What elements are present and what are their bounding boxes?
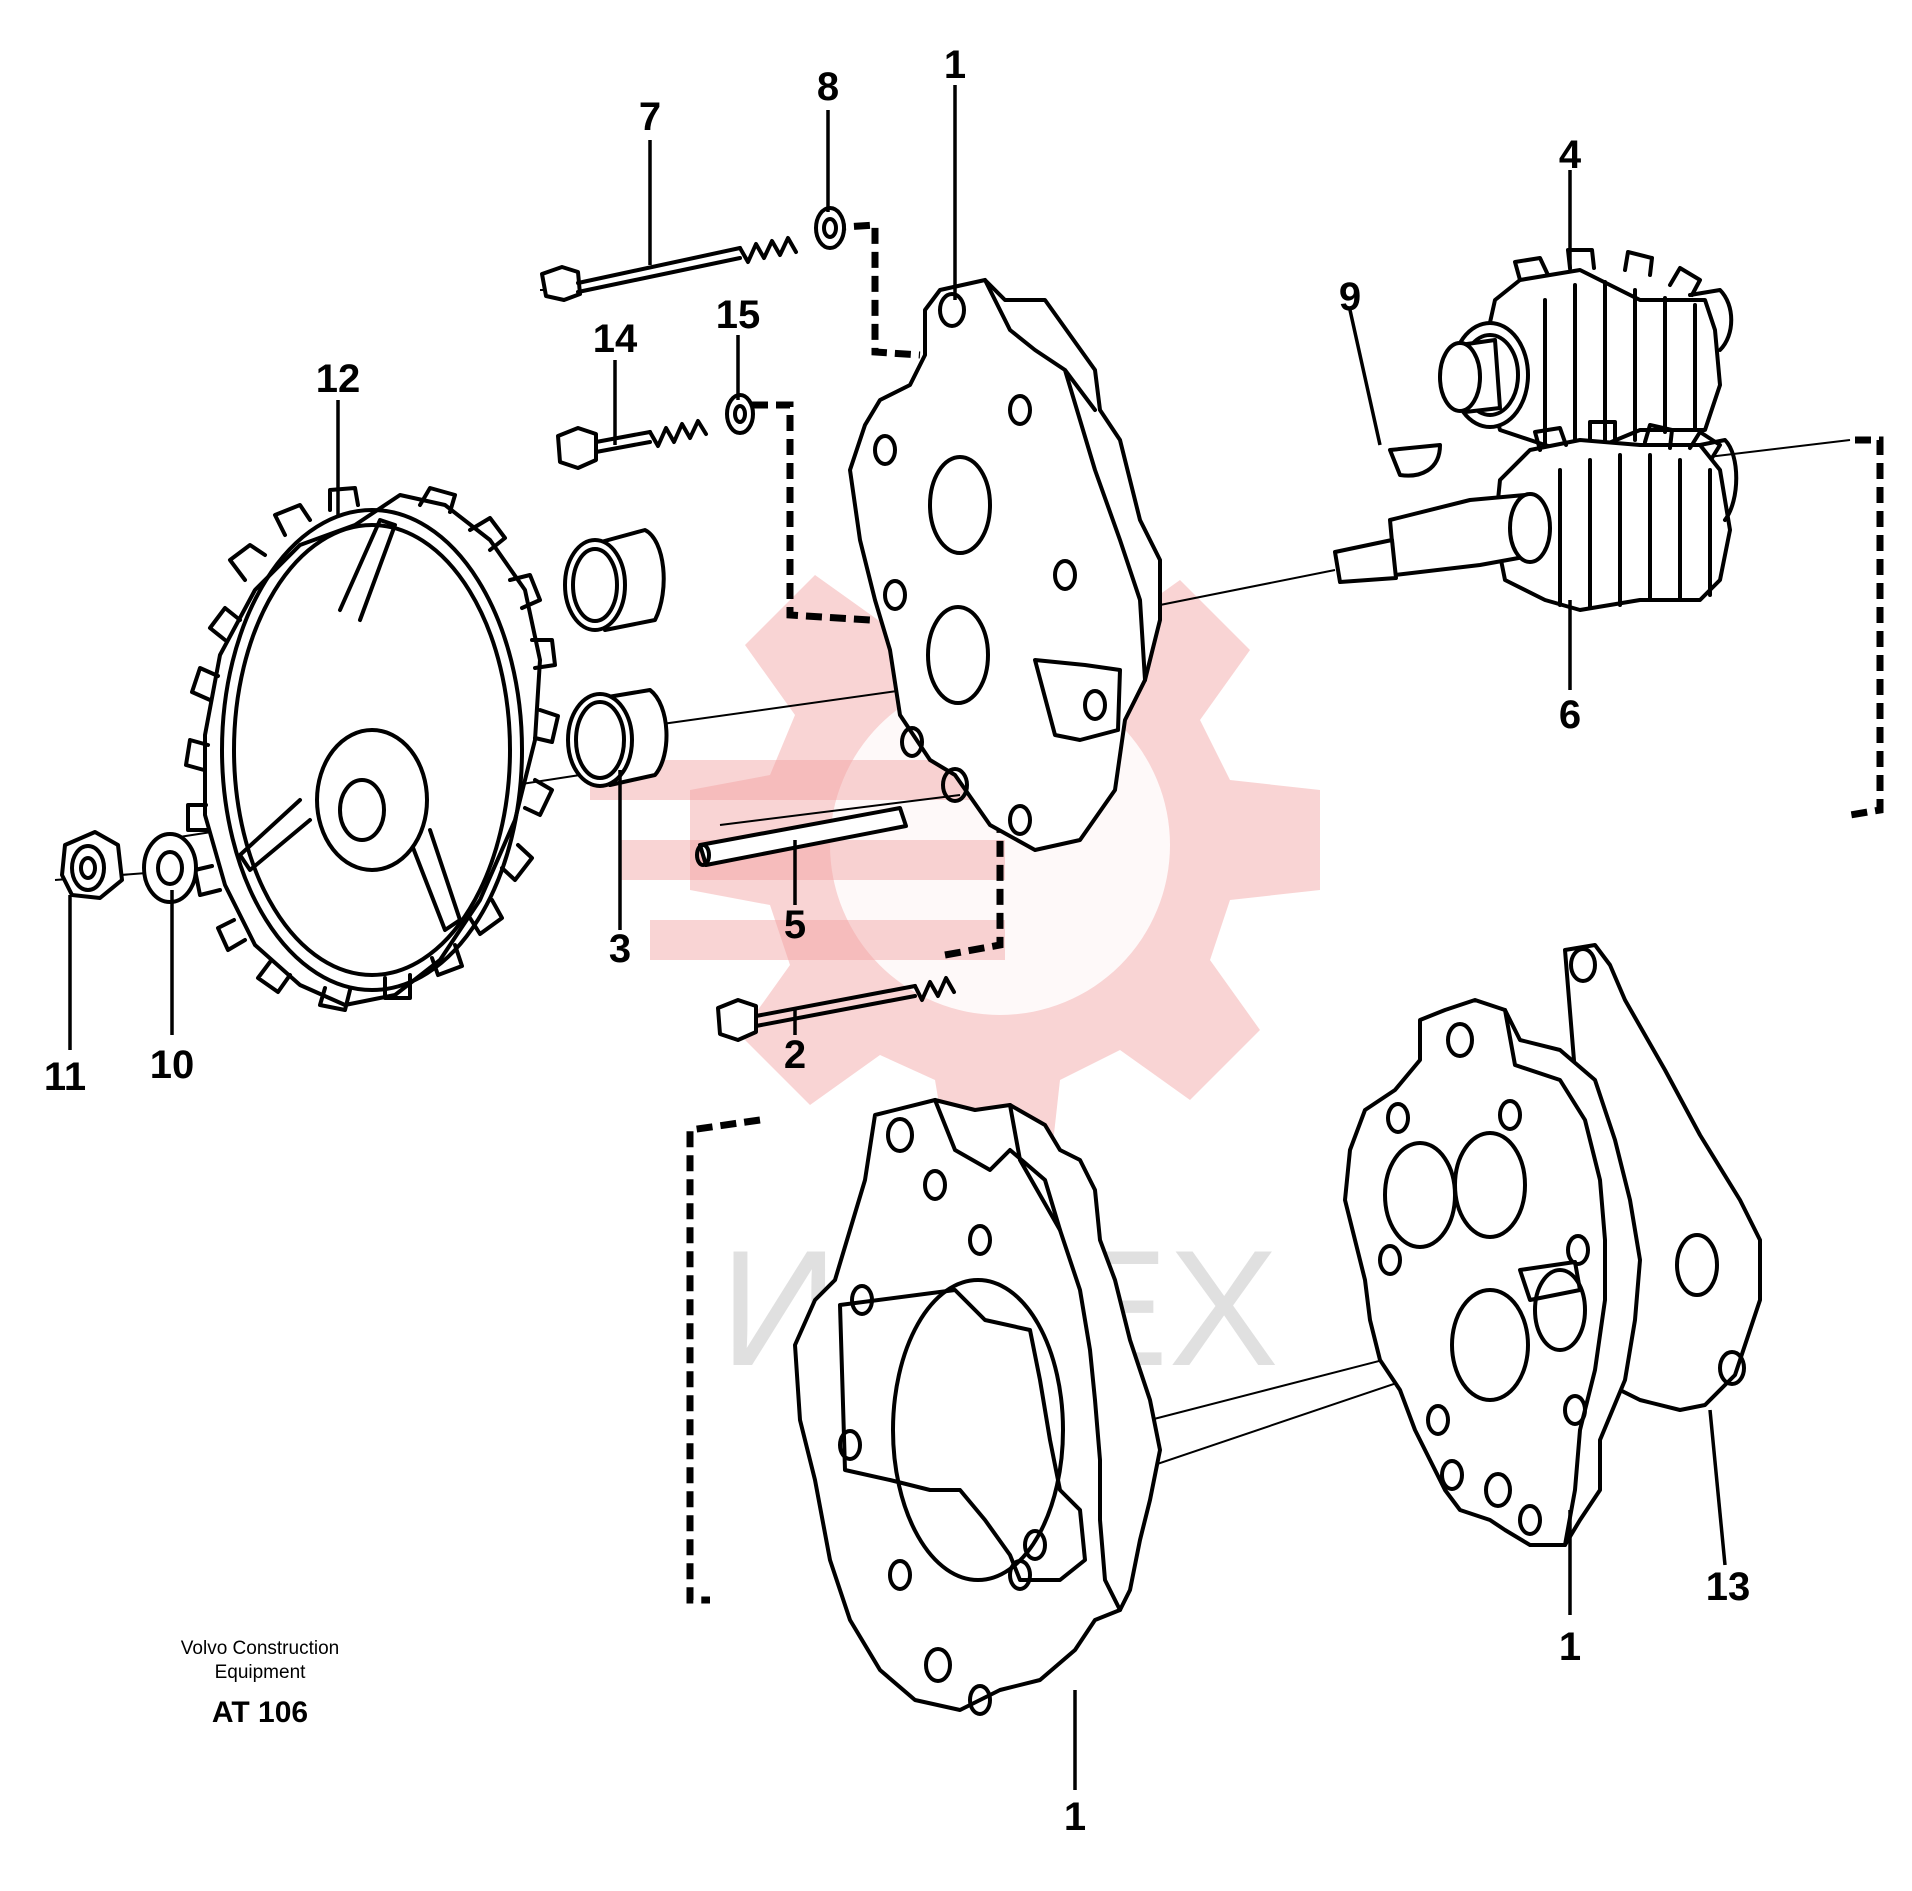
part-15-washer	[725, 393, 755, 435]
callout-4: 4	[1559, 133, 1582, 177]
manufacturer-line2: Equipment	[214, 1662, 306, 1683]
manufacturer-line1: Volvo Construction	[180, 1638, 340, 1659]
callout-7: 7	[639, 95, 661, 139]
callout-13: 13	[1706, 1565, 1751, 1609]
callout-9: 9	[1339, 275, 1361, 319]
part-3-bushing-upper	[563, 528, 666, 632]
part-7-long-bolt	[540, 236, 798, 302]
callout-5: 5	[784, 903, 806, 947]
callout-8: 8	[817, 65, 839, 109]
part-8-washer	[814, 206, 846, 250]
callout-1-bottom-right: 1	[1559, 1625, 1581, 1669]
leader-lines	[68, 85, 1727, 1790]
assembly-dashed-lines	[686, 221, 1884, 1604]
part-2-bolt	[716, 976, 956, 1042]
part-3-bushing-lower	[566, 688, 669, 788]
part-6-gear-shaft	[1333, 420, 1739, 612]
part-4-pump-gear	[1438, 248, 1734, 457]
part-11-nut	[60, 830, 124, 900]
part-1-pump-cover-upper	[848, 278, 1162, 852]
callout-11: 11	[44, 1055, 86, 1099]
callout-1-top: 1	[944, 43, 966, 87]
part-1-end-cover	[1343, 998, 1642, 1547]
part-5-pin	[695, 806, 908, 867]
part-12-drive-gear	[184, 486, 560, 1012]
part-9-key	[1388, 443, 1442, 478]
callout-6: 6	[1559, 693, 1581, 737]
callout-15: 15	[716, 293, 761, 337]
part-14-bolt	[556, 419, 708, 470]
callout-1-bottom-left: 1	[1064, 1795, 1086, 1839]
part-10-washer	[142, 832, 198, 904]
callout-2: 2	[784, 1033, 806, 1077]
callout-14: 14	[593, 317, 638, 361]
callout-10: 10	[150, 1043, 195, 1087]
diagram-code: AT 106	[211, 1696, 309, 1729]
callout-labels: 1 1 1 2 3 4 5 6 7 8 9 10 11 12 13 14 15	[44, 43, 1750, 1839]
callout-12: 12	[316, 357, 361, 401]
callout-3: 3	[609, 927, 631, 971]
part-1-pump-body-lower	[793, 1098, 1162, 1716]
